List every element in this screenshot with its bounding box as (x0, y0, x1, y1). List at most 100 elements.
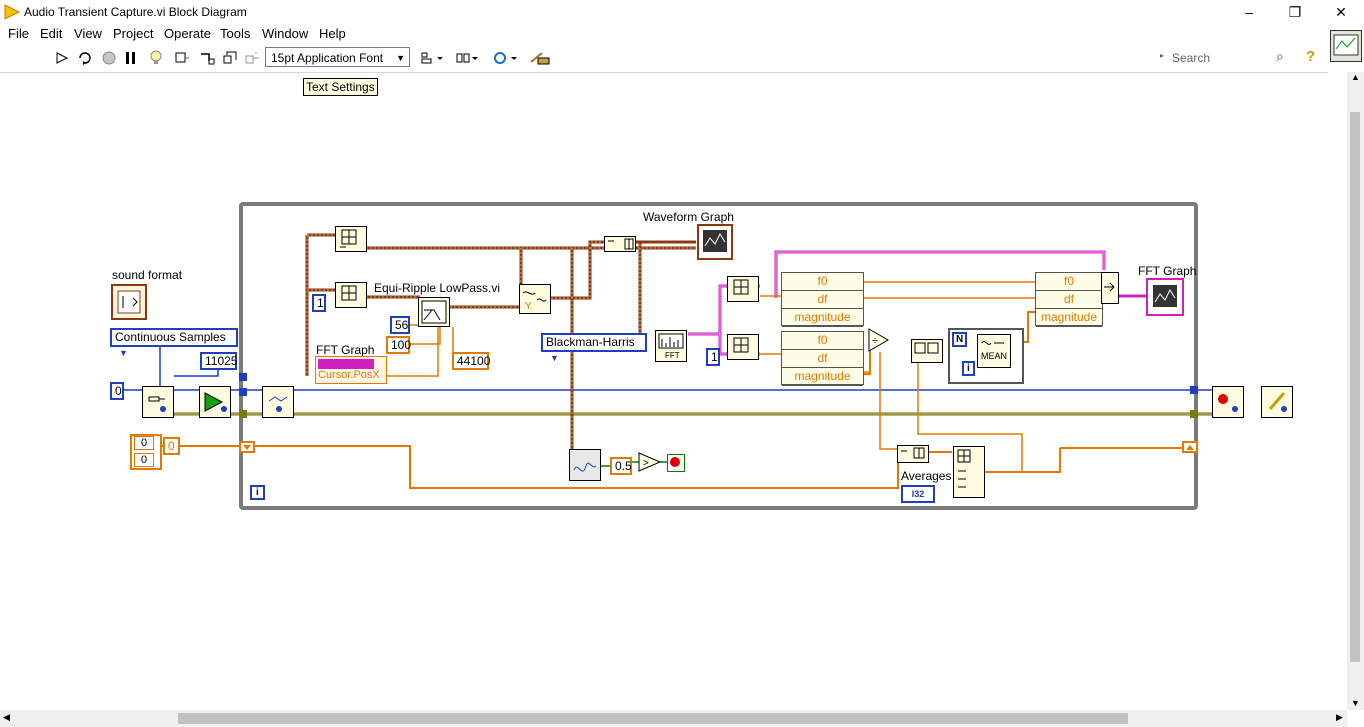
cluster-field-df: df (782, 291, 863, 309)
array-subset-node-1[interactable] (727, 276, 759, 302)
horizontal-scroll-thumb[interactable] (178, 713, 1128, 724)
sound-stop-node[interactable] (1212, 386, 1244, 418)
waveform-peak-node[interactable] (569, 449, 601, 481)
chevron-down-icon: ▼ (396, 53, 405, 63)
index-array-node[interactable] (335, 282, 367, 308)
sampling-freq-constant[interactable]: 44100 (452, 352, 490, 370)
divide-node[interactable]: ÷ (868, 328, 890, 352)
array-index-1[interactable]: 0 (134, 453, 155, 467)
align-objects-icon[interactable] (420, 50, 444, 66)
sound-start-node[interactable] (199, 386, 231, 418)
search-field[interactable]: ▸ Search ⌕ (1160, 47, 1300, 69)
ring-value: Blackman-Harris (546, 335, 635, 349)
toolbar: 15pt Application Font ▼ ▸ Search ⌕ ? (0, 44, 1328, 73)
chevron-down-icon: ▼ (550, 353, 559, 363)
font-select[interactable]: 15pt Application Font ▼ (265, 47, 410, 67)
scroll-right-icon[interactable]: ▶ (1336, 712, 1343, 722)
context-help-icon[interactable]: ? (1306, 48, 1316, 65)
window-type-ring[interactable]: Blackman-Harris ▼ (541, 333, 647, 363)
svg-text:÷: ÷ (872, 335, 878, 347)
menu-operate[interactable]: Operate (164, 26, 211, 41)
array-element-constant[interactable]: 0 (163, 437, 180, 455)
menu-help[interactable]: Help (319, 26, 346, 41)
wires-layer (123, 202, 1212, 510)
font-select-value: 15pt Application Font (271, 51, 384, 65)
menu-edit[interactable]: Edit (40, 26, 63, 41)
one-constant-b[interactable]: 1 (706, 348, 720, 366)
scroll-down-icon[interactable]: ▼ (1351, 698, 1360, 708)
menu-window[interactable]: Window (262, 26, 309, 41)
taps-constant[interactable]: 56 (390, 316, 410, 334)
cleanup-diagram-icon[interactable] (528, 50, 552, 66)
run-arrow-icon[interactable] (55, 50, 73, 66)
bundle-cluster-right[interactable]: f0 df magnitude (1035, 272, 1103, 327)
equi-ripple-label: Equi-Ripple LowPass.vi (374, 281, 501, 295)
vertical-scroll-thumb[interactable] (1350, 112, 1360, 662)
menu-view[interactable]: View (74, 26, 102, 41)
fft-spectrum-node[interactable]: FFT (655, 330, 687, 362)
waveform-graph-terminal[interactable] (697, 224, 733, 260)
retain-wire-values-icon[interactable] (174, 50, 192, 66)
zero-constant[interactable]: 0 (110, 382, 124, 400)
horizontal-scrollbar[interactable]: ◀ ▶ (0, 710, 1347, 727)
array-index-0[interactable]: 0 (134, 436, 155, 450)
block-diagram-canvas[interactable]: sound format Continuous Samples ▼ 11025 … (0, 72, 1347, 710)
build-array-averages-node[interactable] (953, 446, 985, 498)
fft-graph-property-node[interactable]: Cursor.PosX (315, 356, 387, 384)
replace-array-subset-node[interactable] (897, 445, 929, 463)
step-out-icon[interactable] (244, 50, 262, 66)
run-continuously-icon[interactable] (77, 50, 95, 66)
scroll-up-icon[interactable]: ▲ (1351, 72, 1360, 82)
unbundle-cluster-bottom[interactable]: f0 df magnitude (781, 331, 864, 386)
sound-config-node[interactable] (142, 386, 174, 418)
chevron-down-icon: ▼ (119, 348, 128, 358)
unbundle-cluster-top[interactable]: f0 df magnitude (781, 272, 864, 327)
cluster-field-magnitude: magnitude (782, 309, 863, 327)
sound-format-label: sound format (112, 268, 183, 282)
reorder-icon[interactable] (492, 50, 518, 66)
one-constant[interactable]: 1 (312, 294, 326, 312)
vi-icon[interactable] (1330, 30, 1362, 62)
distribute-objects-icon[interactable] (455, 50, 479, 66)
tooltip: Text Settings (303, 78, 378, 96)
averages-indicator[interactable]: I32 (901, 485, 935, 503)
fft-graph-terminal[interactable] (1146, 278, 1184, 316)
get-waveform-components-node[interactable]: Y (519, 284, 551, 314)
stop-boolean-terminal[interactable] (667, 454, 685, 472)
menu-project[interactable]: Project (113, 26, 154, 41)
continuous-samples-ring[interactable]: Continuous Samples ▼ (110, 328, 238, 358)
tunnel (1190, 386, 1198, 394)
close-button[interactable]: ✕ (1335, 4, 1347, 20)
loop-iteration-terminal[interactable]: i (250, 485, 265, 500)
pause-icon[interactable] (123, 50, 141, 66)
greater-than-node[interactable]: > (638, 452, 662, 472)
scroll-left-icon[interactable]: ◀ (3, 712, 10, 722)
highlight-execution-icon[interactable] (148, 50, 166, 66)
sound-clear-node[interactable] (1261, 386, 1293, 418)
title-bar: Audio Transient Capture.vi Block Diagram… (0, 0, 1364, 24)
minimize-button[interactable]: – (1245, 4, 1253, 20)
build-array-node[interactable] (335, 226, 367, 252)
init-array-constant[interactable]: 0 0 (130, 434, 162, 470)
step-into-icon[interactable] (199, 50, 217, 66)
mean-node[interactable]: MEAN (977, 334, 1011, 368)
cutoff-constant[interactable]: 100 (386, 336, 411, 354)
search-icon[interactable]: ⌕ (1276, 48, 1284, 64)
build-waveform-array-node[interactable] (604, 236, 636, 252)
maximize-button[interactable]: ❐ (1288, 4, 1302, 20)
sound-read-node[interactable] (262, 386, 294, 418)
sound-format-control[interactable] (111, 284, 147, 320)
for-loop[interactable]: N i MEAN (948, 328, 1024, 384)
menu-file[interactable]: File (8, 26, 29, 41)
step-over-icon[interactable] (222, 50, 240, 66)
bundle-to-graph-node[interactable] (1101, 272, 1119, 304)
while-loop-border[interactable] (239, 202, 1198, 510)
threshold-constant[interactable]: 0.5 (610, 457, 632, 475)
equi-ripple-lowpass-subvi[interactable] (418, 297, 450, 327)
abort-icon[interactable] (101, 50, 119, 66)
array-subset-node-2[interactable] (727, 334, 759, 360)
reshape-array-node[interactable] (911, 339, 943, 363)
menu-tools[interactable]: Tools (220, 26, 251, 41)
vertical-scrollbar[interactable]: ▲ ▼ (1347, 72, 1364, 710)
sample-rate-constant[interactable]: 11025 (200, 352, 237, 370)
